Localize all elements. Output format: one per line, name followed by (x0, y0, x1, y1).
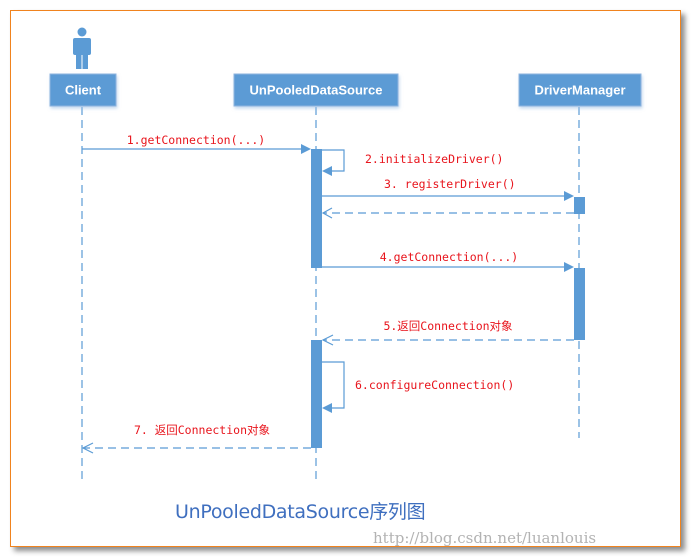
activation-unpooled-2 (311, 340, 322, 448)
message-5: 5.返回Connection对象 (321, 319, 574, 346)
activation-unpooled-1 (311, 149, 322, 268)
message-7-label: 7. 返回Connection对象 (134, 423, 270, 437)
participant-client: Client (49, 73, 117, 107)
participant-client-label: Client (65, 83, 102, 98)
message-6-label: 6.configureConnection() (355, 378, 514, 392)
message-2-label: 2.initializeDriver() (365, 152, 503, 166)
watermark: http://blog.csdn.net/luanlouis (373, 529, 597, 547)
participant-drivermanager-label: DriverManager (534, 83, 625, 98)
message-6: 6.configureConnection() (322, 361, 514, 413)
diagram-title: UnPooledDataSource序列图 (175, 501, 426, 523)
message-3-label: 3. registerDriver() (384, 177, 516, 191)
message-5-label: 5.返回Connection对象 (383, 319, 512, 333)
activation-drivermanager-2 (574, 268, 585, 340)
message-4-label: 4.getConnection(...) (380, 250, 518, 264)
message-1-label: 1.getConnection(...) (127, 133, 265, 147)
message-7: 7. 返回Connection对象 (81, 423, 311, 454)
message-3-return (321, 207, 574, 219)
message-1: 1.getConnection(...) (82, 133, 311, 154)
message-3: 3. registerDriver() (322, 177, 574, 201)
participant-unpooled-label: UnPooledDataSource (250, 83, 383, 98)
actor-icon (73, 27, 91, 69)
participant-drivermanager: DriverManager (518, 73, 642, 107)
participant-unpooled: UnPooledDataSource (233, 73, 399, 107)
message-2: 2.initializeDriver() (322, 149, 503, 176)
message-4: 4.getConnection(...) (322, 250, 574, 272)
activation-drivermanager-1 (574, 197, 585, 214)
